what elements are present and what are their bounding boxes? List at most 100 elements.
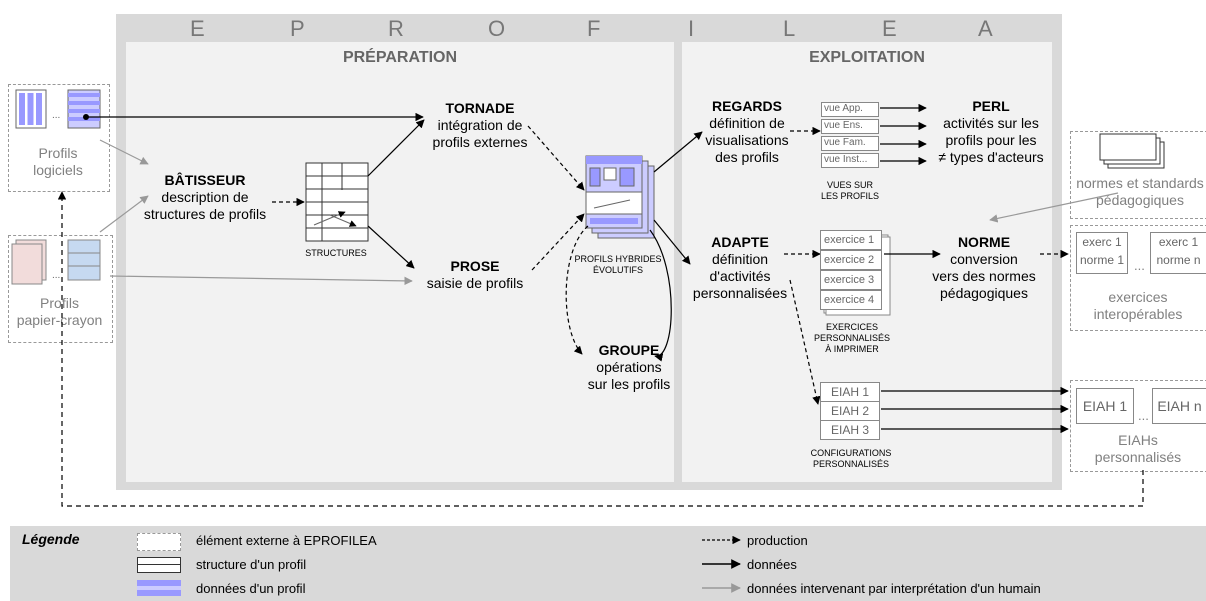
legend-arrows: [702, 535, 741, 593]
eiah-item: EIAH 1: [820, 382, 880, 402]
label-line: papier-crayon: [16, 312, 103, 328]
label-line: normes et standards: [1076, 175, 1204, 191]
exploitation-title: EXPLOITATION: [809, 49, 925, 66]
legend-panel: Légende élément externe à EPROFILEA stru…: [10, 526, 1206, 601]
desc-line: saisie de profils: [426, 275, 524, 291]
label-line: logiciels: [33, 162, 83, 178]
desc-line: conversion: [950, 251, 1018, 267]
desc-line: profils pour les: [945, 132, 1037, 148]
module-name: REGARDS: [711, 98, 782, 114]
desc-line: pédagogiques: [940, 285, 1028, 301]
profils-papier-icon: ...: [11, 239, 101, 285]
profils-hybrides-icon: [585, 155, 655, 239]
banner-letter: E: [882, 16, 897, 41]
caption-line: PERSONNALISÉS: [813, 333, 891, 343]
profils-logiciels-label: Profils logiciels: [8, 145, 108, 179]
banner-letter: L: [783, 16, 796, 41]
banner-letter: A: [978, 16, 993, 41]
caption-line: À IMPRIMER: [825, 344, 879, 354]
vue-item: vue Ens.: [821, 119, 879, 134]
svg-text:...: ...: [52, 110, 60, 121]
prose-module: PROSE saisie de profils: [410, 258, 540, 292]
normes-box: [1070, 131, 1206, 219]
caption-line: PERSONNALISÉS: [812, 459, 890, 469]
label-line: Profils: [38, 145, 78, 161]
desc-line: ≠ types d'acteurs: [938, 149, 1044, 165]
legend-item: données d'un profil: [196, 581, 306, 596]
legend-item: données intervenant par interprétation d…: [747, 581, 1041, 596]
module-name: BÂTISSEUR: [164, 172, 246, 188]
vue-item: vue Fam.: [821, 136, 879, 151]
preparation-title: PRÉPARATION: [342, 49, 458, 66]
eiahs-box: [1070, 380, 1206, 472]
module-name: PROSE: [450, 258, 500, 274]
vue-item: vue Inst...: [821, 153, 879, 168]
label-line: Profils: [40, 295, 79, 311]
eiah-item: EIAH 2: [820, 401, 880, 421]
module-name: PERL: [972, 98, 1010, 114]
desc-line: description de: [161, 189, 249, 205]
legend-data-icon: [137, 580, 181, 596]
desc-line: structures de profils: [143, 206, 267, 222]
desc-line: profils externes: [432, 134, 528, 150]
caption-line: PROFILS HYBRIDES: [574, 254, 662, 264]
label-line: exercices: [1108, 289, 1168, 305]
vues-caption: VUES SUR LES PROFILS: [810, 180, 890, 202]
label-line: interopérables: [1093, 306, 1183, 322]
structures-icon: [305, 162, 369, 242]
exercices-interop-box: [1070, 225, 1206, 331]
legend-external-icon: [137, 533, 181, 551]
legend-item: production: [747, 533, 808, 548]
normes-stack-icon: [1099, 133, 1165, 169]
desc-line: personnalisées: [692, 285, 788, 301]
eiah-item: EIAH 3: [820, 420, 880, 440]
groupe-module: GROUPE opérations sur les profils: [574, 342, 684, 393]
banner-letter: P: [290, 16, 305, 41]
exercice-item: exercice 2: [820, 250, 882, 270]
svg-text:...: ...: [52, 270, 60, 281]
profils-papier-box: [8, 235, 113, 343]
norme-module: NORME conversion vers des normes pédagog…: [924, 234, 1044, 302]
exerc-norme-n: exerc 1 norme n: [1150, 232, 1206, 274]
caption-line: CONFIGURATIONS: [810, 448, 892, 458]
adapte-module: ADAPTE définition d'activités personnali…: [688, 234, 792, 302]
legend-item: données: [747, 557, 797, 572]
ellipsis: ...: [1138, 408, 1149, 423]
banner-letter: R: [388, 16, 404, 41]
tornade-module: TORNADE intégration de profils externes: [420, 100, 540, 151]
desc-line: d'activités: [709, 268, 771, 284]
legend-data-stripe: [137, 590, 181, 596]
desc-line: intégration de: [437, 117, 523, 133]
profils-logiciels-icon: ...: [15, 89, 101, 129]
label-line: pédagogiques: [1096, 192, 1184, 208]
perl-module: PERL activités sur les profils pour les …: [928, 98, 1054, 166]
legend-item: structure d'un profil: [196, 557, 307, 572]
banner-letter: O: [488, 16, 506, 41]
label-line: personnalisés: [1094, 449, 1182, 465]
module-name: NORME: [957, 234, 1011, 250]
banner-letter: F: [587, 16, 601, 41]
module-name: GROUPE: [598, 342, 660, 358]
banner-letter: I: [688, 16, 695, 41]
desc-line: des profils: [715, 149, 779, 165]
caption-line: VUES SUR: [826, 180, 873, 190]
ellipsis: ...: [1134, 258, 1145, 273]
banner-letter: E: [190, 16, 205, 41]
legend-structure-line: [138, 564, 180, 565]
label-line: exerc 1: [1082, 235, 1122, 249]
module-name: ADAPTE: [711, 234, 769, 250]
desc-line: sur les profils: [587, 376, 671, 392]
exercices-caption: EXERCICES PERSONNALISÉS À IMPRIMER: [812, 322, 892, 355]
exercices-interop-label: exercices interopérables: [1070, 289, 1206, 323]
profils-papier-label: Profils papier-crayon: [8, 295, 111, 329]
profils-hybrides-caption: PROFILS HYBRIDES ÉVOLUTIFS: [568, 254, 668, 276]
exercice-item: exercice 4: [820, 290, 882, 310]
configs-caption: CONFIGURATIONS PERSONNALISÉS: [806, 448, 896, 470]
regards-module: REGARDS définition de visualisations des…: [692, 98, 802, 166]
legend-item: élément externe à EPROFILEA: [196, 533, 377, 548]
eiah-1-external: EIAH 1: [1076, 388, 1134, 424]
exerc-norme-1: exerc 1 norme 1: [1076, 232, 1128, 274]
desc-line: opérations: [596, 359, 662, 375]
legend-title: Légende: [22, 531, 80, 547]
